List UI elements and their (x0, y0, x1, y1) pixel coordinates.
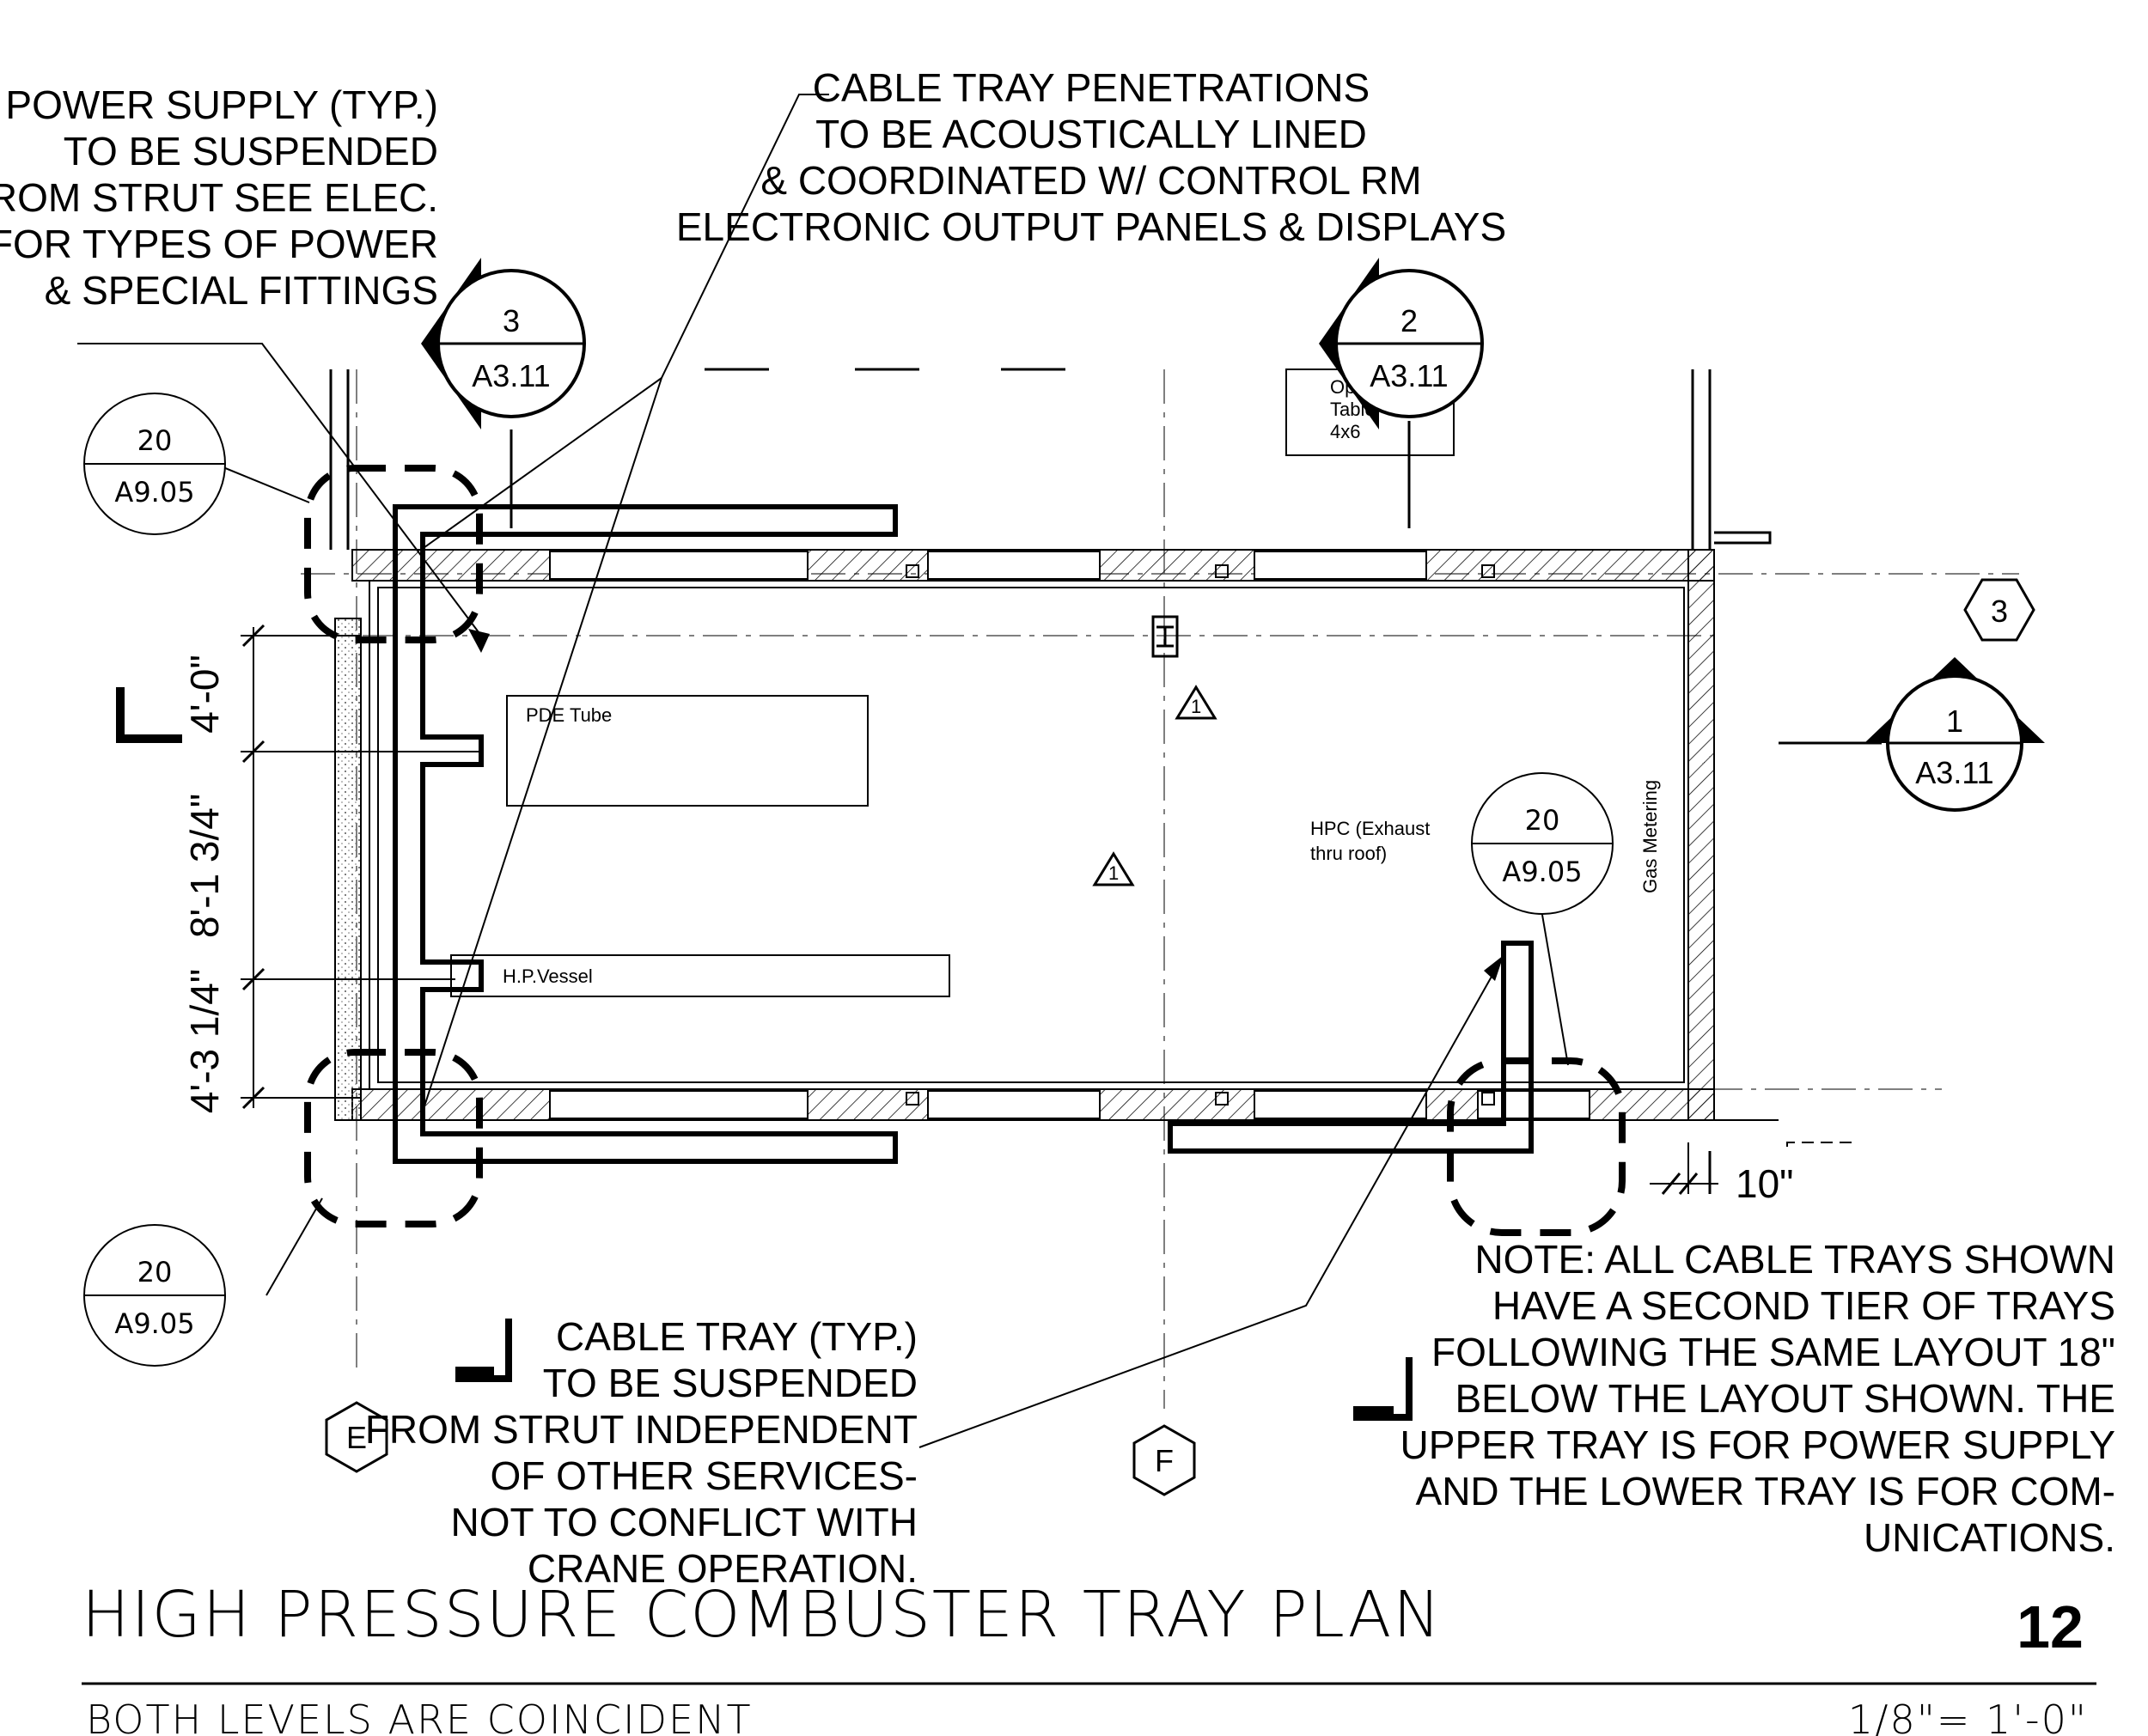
grid-tag-label: F (1155, 1443, 1174, 1478)
gas-metering-label: Gas Metering (1639, 780, 1661, 893)
detail-callout-right: 20 A9.05 (1471, 772, 1614, 915)
detail-number: 20 (137, 424, 173, 457)
detail-callout-bottom: 20 A9.05 (83, 1224, 226, 1367)
cable-trays (393, 504, 1534, 1164)
section-number: 2 (1400, 303, 1418, 338)
note-line: UNICATIONS. (1864, 1515, 2115, 1560)
note-general: NOTE: ALL CABLE TRAYS SHOWN HAVE A SECON… (1353, 1237, 2115, 1560)
drawing-subtitle: BOTH LEVELS ARE COINCIDENT (86, 1696, 753, 1736)
note-penetrations: CABLE TRAY PENETRATIONS TO BE ACOUSTICAL… (676, 65, 1506, 249)
dimension-middle: 8'-1 3/4" (182, 794, 227, 938)
note-line: FROM STRUT INDEPENDENT (365, 1407, 918, 1452)
note-line: BELOW THE LAYOUT SHOWN. THE (1455, 1376, 2115, 1421)
detail-number: 20 (137, 1256, 173, 1288)
hp-vessel-outline (450, 954, 950, 997)
section-sheet: A3.11 (472, 358, 550, 393)
drawing-title: HIGH PRESSURE COMBUSTER TRAY PLAN (82, 1578, 1443, 1652)
note-line: NOTE: ALL CABLE TRAYS SHOWN (1474, 1237, 2115, 1282)
dimension-upper: 4'-0" (182, 655, 227, 734)
equipment: PDE Tube H.P.Vessel HPC (Exhaust thru ro… (450, 369, 1661, 997)
drawing-number: 12 (2017, 1593, 2084, 1660)
note-cable-tray: CABLE TRAY (TYP.) TO BE SUSPENDED FROM S… (365, 1314, 918, 1591)
revision-triangle (1175, 685, 1217, 720)
note-line: FOLLOWING THE SAME LAYOUT 18" (1431, 1330, 2115, 1374)
cable-tray-left (393, 504, 898, 1164)
section-marker-2: 2 A3.11 (1319, 258, 1484, 528)
note-line: NOT TO CONFLICT WITH (450, 1500, 918, 1544)
section-number: 3 (503, 303, 520, 338)
detail-callout-top: 20 A9.05 (83, 393, 226, 535)
note-line: & SPECIAL FITTINGS (45, 268, 438, 313)
note-line: AND THE LOWER TRAY IS FOR COM- (1416, 1469, 2115, 1514)
dimension-lower: 4'-3 1/4" (182, 969, 227, 1113)
note-line: OF OTHER SERVICES- (490, 1453, 918, 1498)
section-sheet: A3.11 (1915, 755, 1993, 790)
note-line: TO BE SUSPENDED (64, 129, 438, 174)
note-line: FOR TYPES OF POWER (0, 222, 438, 266)
section-sheet: A3.11 (1370, 358, 1448, 393)
note-line: FROM STRUT SEE ELEC. (0, 175, 438, 220)
note-line: TO BE SUSPENDED (543, 1361, 918, 1405)
note-power-supply: POWER SUPPLY (TYP.) TO BE SUSPENDED FROM… (0, 82, 438, 313)
hpc-label-line-1: HPC (Exhaust (1310, 818, 1430, 839)
section-marker-1: 1 A3.11 (1779, 657, 2045, 812)
cable-tray-right (1168, 941, 1534, 1154)
revision-number: 1 (1191, 696, 1201, 717)
optics-table-line-3: 4x6 (1330, 421, 1360, 442)
note-line: & COORDINATED W/ CONTROL RM (760, 158, 1421, 203)
note-line: HAVE A SECOND TIER OF TRAYS (1492, 1283, 2115, 1328)
note-line: ELECTRONIC OUTPUT PANELS & DISPLAYS (676, 204, 1506, 249)
note-line: UPPER TRAY IS FOR POWER SUPPLY (1400, 1422, 2115, 1467)
grid-tag-label: 3 (1991, 594, 2008, 629)
revision-triangle (1092, 851, 1135, 886)
revision-marks: 1 1 (1092, 685, 1217, 886)
drawing-scale: 1/8"= 1'-0" (1848, 1696, 2088, 1736)
pde-tube-label: PDE Tube (526, 704, 612, 726)
grid-tag-e: E (325, 1401, 388, 1473)
grid-tag-f: F (1132, 1424, 1196, 1496)
wall-dimension: 10" (1650, 1142, 1856, 1206)
detail-sheet: A9.05 (114, 476, 194, 509)
note-line: CABLE TRAY (TYP.) (556, 1314, 918, 1359)
title-block: HIGH PRESSURE COMBUSTER TRAY PLAN 12 BOT… (82, 1578, 2096, 1736)
note-line: POWER SUPPLY (TYP.) (5, 82, 438, 127)
note-line: CABLE TRAY PENETRATIONS (813, 65, 1370, 110)
note-line: TO BE ACOUSTICALLY LINED (815, 112, 1367, 156)
grid-tag-3: 3 (1963, 578, 2035, 642)
building-walls (334, 531, 1779, 1121)
hpc-label-line-2: thru roof) (1310, 843, 1387, 864)
hp-vessel-label: H.P.Vessel (503, 965, 593, 987)
dimension-wall: 10" (1736, 1161, 1794, 1206)
note-line: CRANE OPERATION. (528, 1546, 918, 1591)
detail-number: 20 (1525, 804, 1560, 837)
section-number: 1 (1946, 704, 1963, 739)
grid-tag-label: E (346, 1420, 367, 1455)
revision-number: 1 (1108, 862, 1119, 884)
detail-sheet: A9.05 (114, 1307, 194, 1340)
pde-tube-outline (506, 695, 869, 807)
section-marker-3: 3 A3.11 (421, 258, 586, 528)
detail-sheet: A9.05 (1502, 856, 1582, 888)
dimension-string: 4'-0" 8'-1 3/4" 4'-3 1/4" (116, 624, 481, 1113)
detail-cloud-bottom-right (1447, 1057, 1626, 1236)
leader-lines (77, 94, 1569, 1448)
